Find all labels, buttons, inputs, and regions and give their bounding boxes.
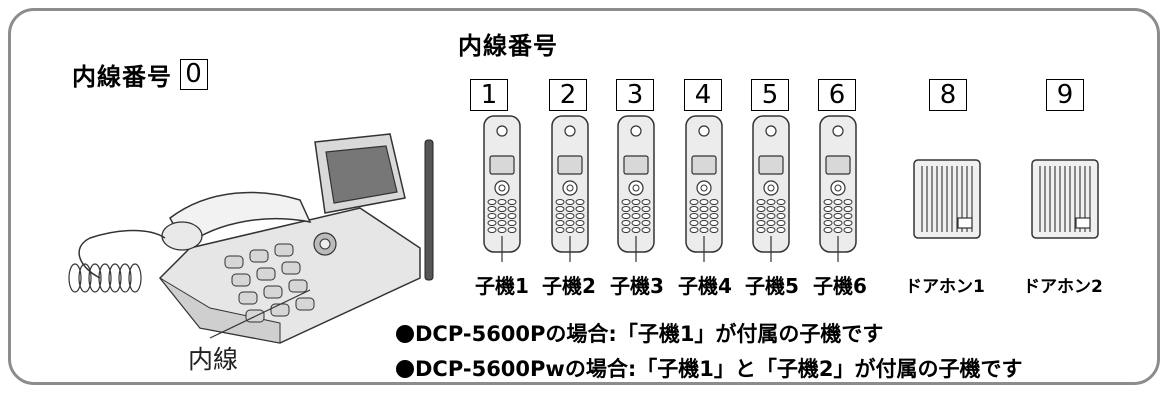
handset-icon <box>617 115 655 262</box>
handset-extension-heading: 内線番号 <box>458 32 558 60</box>
handset-label: 子機6 <box>813 274 867 298</box>
base-extension-label: 内線番号 0 <box>72 57 208 91</box>
doorphone-number-box: 8 <box>929 79 967 111</box>
note-text: DCP-5600Pの場合:「子機1」が付属の子機です <box>415 322 884 346</box>
base-extension-number: 0 <box>180 58 208 90</box>
handset-number-box: 2 <box>549 79 587 111</box>
doorphone-number-box: 9 <box>1046 79 1084 111</box>
handset-icon <box>752 115 790 262</box>
handset-label: 子機4 <box>678 274 732 298</box>
doorphone-icon <box>1031 159 1099 239</box>
handset-label: 子機2 <box>542 274 596 298</box>
handset-icon <box>551 115 589 262</box>
handset-number-box: 4 <box>684 79 722 111</box>
handset-icon <box>819 115 857 262</box>
handset-number-box: 6 <box>818 79 856 111</box>
note-text: DCP-5600Pwの場合:「子機1」と「子機2」が付属の子機です <box>415 357 1023 381</box>
handset-number-box: 5 <box>751 79 789 111</box>
bullet-icon <box>396 325 414 343</box>
handset-icon <box>483 115 521 262</box>
handset-number-box: 3 <box>616 79 654 111</box>
bullet-icon <box>396 360 414 378</box>
doorphone-icon <box>913 159 981 239</box>
doorphone-label: ドアホン1 <box>905 277 985 297</box>
base-unit-phone-illustration <box>68 133 434 344</box>
handset-label: 子機1 <box>475 274 529 298</box>
handset-icon <box>685 115 723 262</box>
intercom-button-callout: 内線 <box>188 345 239 374</box>
handset-label: 子機3 <box>610 274 664 298</box>
note-line: DCP-5600Pwの場合:「子機1」と「子機2」が付属の子機です <box>396 353 1022 383</box>
doorphone-label: ドアホン2 <box>1023 277 1103 297</box>
extension-label-text: 内線番号 <box>72 62 172 91</box>
handset-label: 子機5 <box>745 274 799 298</box>
note-line: DCP-5600Pの場合:「子機1」が付属の子機です <box>396 318 883 348</box>
handset-number-box: 1 <box>470 79 508 111</box>
